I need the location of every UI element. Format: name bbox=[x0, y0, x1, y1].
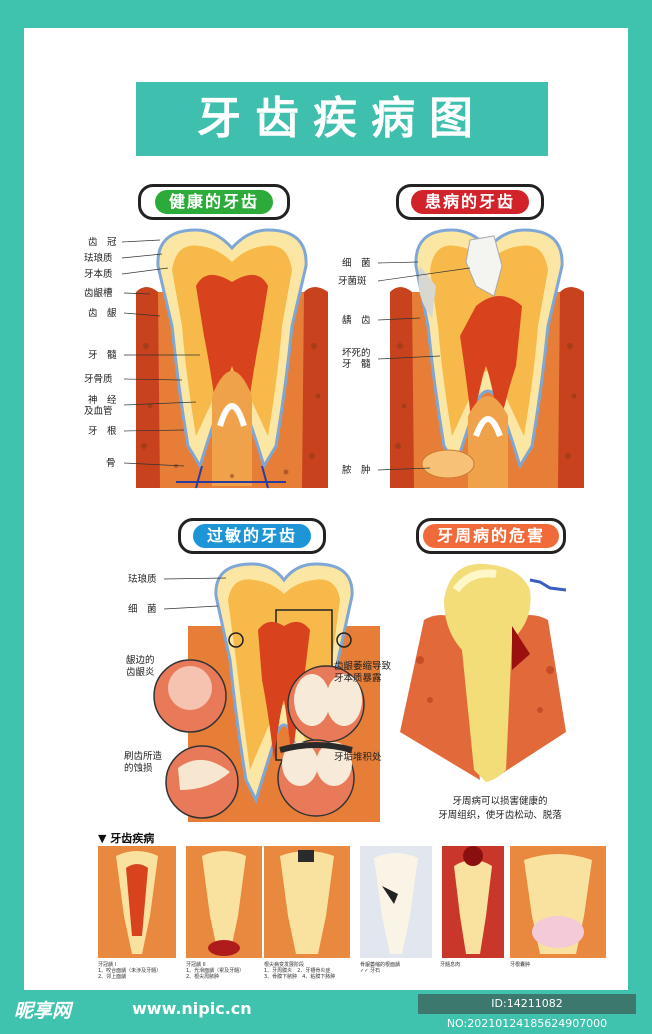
thumb4-caption-a: 骨龈萎缩的根面龋 bbox=[360, 962, 401, 968]
periodontal-caption-2: 牙周组织，使牙齿松动、脱落 bbox=[438, 810, 562, 821]
thumb1-caption-c: 2、邻上面龋 bbox=[98, 974, 127, 980]
label-root: 牙 根 bbox=[88, 426, 117, 437]
periodontal-illustration bbox=[400, 563, 567, 782]
label-gum-groove: 齿龈槽 bbox=[84, 288, 113, 299]
thumb1-caption-b: 1、咬合面龋（未涉及牙髓） bbox=[98, 968, 162, 974]
disease-thumbnails bbox=[98, 846, 606, 958]
label-brushing: 刷齿所造 bbox=[124, 751, 163, 762]
thumb2-caption-c: 2、根尖周脓肿 bbox=[186, 974, 220, 980]
thumb5-caption: 牙髓息肉 bbox=[440, 962, 461, 968]
sensitive-tooth-badge: 过敏的牙齿 bbox=[178, 518, 326, 554]
label-necrotic-pulp: 牙 髓 bbox=[342, 359, 371, 370]
healthy-tooth-illustration bbox=[136, 228, 328, 489]
sensitive-leader-lines bbox=[163, 577, 227, 610]
label-enamel: 珐琅质 bbox=[84, 253, 113, 264]
label-gum: 齿 龈 bbox=[88, 308, 117, 319]
label-gingivitis: 齿龈炎 bbox=[126, 667, 155, 678]
page-title: 牙齿疾病图 bbox=[136, 82, 548, 156]
diseased-leader-lines bbox=[377, 261, 471, 471]
healthy-tooth-label: 健康的牙齿 bbox=[154, 190, 273, 214]
disease-row-title: ▼ 牙齿疾病 bbox=[98, 832, 155, 845]
sensitive-tooth-label: 过敏的牙齿 bbox=[192, 524, 311, 548]
thumb6-caption: 牙根囊肿 bbox=[510, 962, 531, 968]
thumb3-caption-b: 1、牙周膜炎 2、牙槽骨炎症 bbox=[264, 968, 331, 974]
label-necrotic: 坏死的 bbox=[342, 348, 371, 359]
watermark-url: www.nipic.cn bbox=[132, 999, 252, 1018]
label-dentin: 牙本质 bbox=[84, 269, 113, 280]
sensitive-magnifiers bbox=[153, 659, 365, 819]
label-caries: 龋 齿 bbox=[342, 315, 371, 326]
label-sensitive-enamel: 珐琅质 bbox=[128, 574, 157, 585]
periodontal-badge: 牙周病的危害 bbox=[416, 518, 566, 554]
label-abscess: 脓 肿 bbox=[342, 465, 371, 476]
thumb2-caption-b: 1、光滑面龋（累及牙髓） bbox=[186, 968, 245, 974]
label-dentin-exposed: 牙本质暴露 bbox=[334, 673, 382, 684]
thumb1-caption-a: 牙冠龋 I bbox=[98, 962, 117, 968]
thumb4-caption-b: ✓✓ 牙石 bbox=[360, 968, 380, 974]
healthy-tooth-badge: 健康的牙齿 bbox=[138, 184, 290, 220]
periodontal-caption-1: 牙周病可以损害健康的 bbox=[452, 796, 548, 807]
watermark-id: ID:14211082 NO:20210124185624907000 bbox=[418, 994, 636, 1030]
label-tartar: 牙垢堆积处 bbox=[334, 752, 382, 763]
thumb2-caption-a: 牙冠龋 II bbox=[186, 962, 206, 968]
healthy-leader-lines bbox=[121, 239, 200, 467]
thumb3-caption-c: 3、骨膜下脓肿 4、粘膜下脓肿 bbox=[264, 974, 336, 980]
label-crown: 齿 冠 bbox=[88, 237, 117, 248]
diseased-tooth-illustration bbox=[390, 228, 584, 488]
label-gum-edge: 龈边的 bbox=[126, 655, 155, 666]
label-plaque: 牙菌斑 bbox=[338, 276, 367, 287]
label-gum-recession: 齿龈萎缩导致 bbox=[334, 661, 392, 672]
diseased-tooth-label: 患病的牙齿 bbox=[410, 190, 529, 214]
label-sensitive-bacteria: 细 菌 bbox=[128, 604, 157, 615]
thumb3-caption-a: 根尖病变发展阶段 bbox=[264, 962, 305, 968]
label-pulp: 牙 髓 bbox=[88, 350, 117, 361]
watermark-logo: 昵享网 bbox=[14, 1000, 72, 1022]
label-bone: 骨 bbox=[106, 458, 116, 469]
label-abrasion: 的蚀损 bbox=[124, 763, 153, 774]
label-cementum: 牙骨质 bbox=[84, 374, 113, 385]
label-nerve: 神 经 bbox=[88, 395, 117, 406]
diseased-tooth-badge: 患病的牙齿 bbox=[396, 184, 544, 220]
label-blood-vessel: 及血管 bbox=[84, 406, 113, 417]
label-bacteria: 细 菌 bbox=[342, 258, 371, 269]
periodontal-label: 牙周病的危害 bbox=[422, 524, 559, 548]
